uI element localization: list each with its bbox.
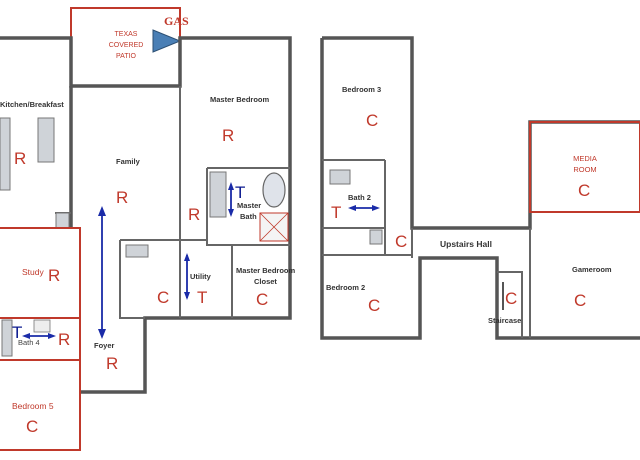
master-closet-label-2: Closet: [254, 277, 277, 286]
code-bedroom2: C: [368, 296, 380, 315]
shower-x2: [259, 212, 289, 242]
media-label-2: ROOM: [573, 165, 596, 174]
bath2-arrow-right: [372, 205, 380, 211]
family-label: Family: [116, 157, 141, 166]
master-bath-arrow-top: [228, 182, 234, 190]
patio-label-1: TEXAS: [115, 31, 138, 38]
second-floor: Bedroom 3 Bath 2 Bedroom 2 Upstairs Hall…: [320, 36, 640, 340]
tub-master: [209, 171, 227, 218]
utility-arrow-top: [184, 253, 190, 261]
utility-label: Utility: [190, 272, 212, 281]
gameroom-label: Gameroom: [572, 265, 612, 274]
gas-marker: [152, 29, 182, 53]
code-gameroom: C: [574, 291, 586, 310]
code-family: R: [116, 188, 128, 207]
master-closet-label-1: Master Bedroom: [236, 266, 296, 275]
code-bath2: T: [331, 203, 341, 222]
utility-block: [125, 244, 149, 258]
foyer-label: Foyer: [94, 341, 115, 350]
code-master-bath: T: [235, 183, 245, 202]
bedroom3-label: Bedroom 3: [342, 85, 381, 94]
utility-arrow-bottom: [184, 292, 190, 300]
code-master-bedroom: R: [222, 126, 234, 145]
second-floor-walls-lower: [320, 38, 640, 340]
master-bath-arrow-bottom: [228, 209, 234, 217]
patio-label-3: PATIO: [116, 53, 137, 60]
family-arrow-head-bottom: [98, 329, 106, 339]
master-bath-lower: [206, 168, 290, 246]
family-arrow-head-top: [98, 206, 106, 216]
master-tub: [262, 172, 286, 208]
study-label: Study: [22, 267, 44, 277]
bath2-sink: [369, 229, 383, 245]
bath2-label: Bath 2: [348, 193, 371, 202]
kitchen-island: [37, 117, 55, 163]
bedroom5-outline: [0, 359, 81, 451]
patio-label-2: COVERED: [109, 42, 144, 49]
media-label-1: MEDIA: [573, 154, 597, 163]
first-floor: GAS TEXAS COVERED PATIO Kitchen/Breakfas…: [0, 7, 296, 451]
fridge-block: [55, 212, 70, 229]
upstairs-hall-label: Upstairs Hall: [440, 239, 492, 249]
master-bath-label-1: Master: [237, 201, 261, 210]
staircase-label: Staircase: [488, 316, 521, 325]
code-foyer: R: [106, 354, 118, 373]
code-utility-t: T: [197, 288, 207, 307]
kitchen-counter: [0, 117, 11, 191]
kitchen-label: Kitchen/Breakfast: [0, 100, 64, 109]
hall-walls: [119, 240, 145, 319]
master-bath-label-2: Bath: [240, 212, 257, 221]
master-bedroom-label: Master Bedroom: [210, 95, 270, 104]
code-bath4-r: R: [58, 330, 70, 349]
first-floor-walls: [0, 36, 292, 394]
bath4-sink: [33, 319, 51, 333]
staircase-walls: [497, 271, 523, 338]
bedroom2-label: Bedroom 2: [326, 283, 365, 292]
bath4-arrow-left: [22, 333, 30, 339]
bath2-arrow-left: [348, 205, 356, 211]
code-kitchen: R: [14, 149, 26, 168]
bath4-arrow-right: [48, 333, 56, 339]
code-media: C: [578, 181, 590, 200]
code-family-closet: R: [188, 205, 200, 224]
code-master-closet: C: [256, 290, 268, 309]
code-bedroom3: C: [366, 111, 378, 130]
bedroom5-label: Bedroom 5: [12, 401, 54, 411]
code-hall: C: [395, 232, 407, 251]
bath2-tub: [329, 169, 351, 185]
code-bath4-t: T: [12, 323, 22, 342]
gas-label: GAS: [164, 14, 189, 28]
code-utility-c: C: [157, 288, 169, 307]
code-bedroom5: C: [26, 417, 38, 436]
code-staircase: C: [505, 289, 517, 308]
code-study: R: [48, 266, 60, 285]
bath4-fixture: [1, 319, 13, 357]
bath4-label: Bath 4: [18, 338, 40, 347]
